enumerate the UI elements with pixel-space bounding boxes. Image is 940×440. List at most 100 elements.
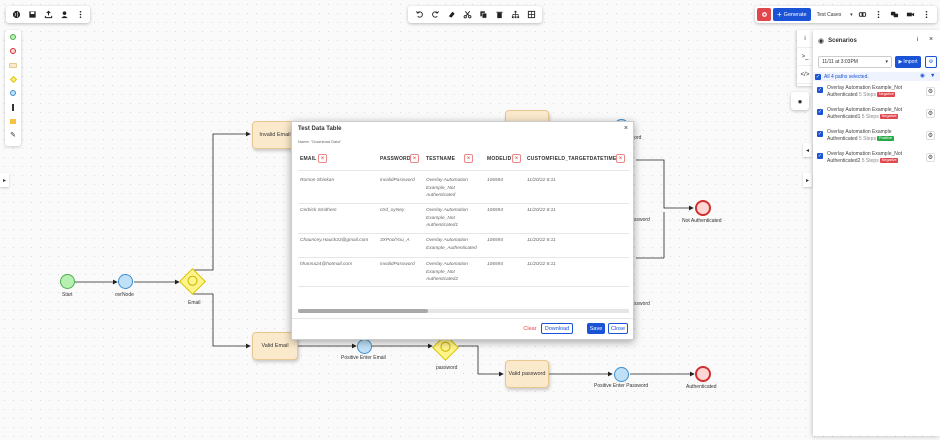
- table-row[interactable]: Chauncey.Hauck33@gmail.com 3XPoolYou_A O…: [298, 234, 629, 258]
- cell-modelid[interactable]: 106594: [487, 238, 504, 243]
- save-button[interactable]: Save: [587, 323, 605, 334]
- cell-datetime[interactable]: 11/20/22 8:11: [527, 262, 556, 267]
- close-icon[interactable]: ×: [929, 36, 934, 43]
- eye-toggle[interactable]: ●: [791, 92, 809, 110]
- more-vertical-icon-2[interactable]: [871, 7, 887, 23]
- hierarchy-icon[interactable]: [507, 7, 523, 23]
- close-button[interactable]: Close: [608, 323, 628, 334]
- remove-column-icon[interactable]: ×: [410, 154, 419, 163]
- lane-tool[interactable]: [5, 100, 21, 114]
- download-button[interactable]: Download: [541, 323, 573, 334]
- positive-enter-email-event[interactable]: [357, 339, 372, 354]
- note-tool[interactable]: [5, 114, 21, 128]
- globe-icon[interactable]: [8, 7, 24, 23]
- filter-icon[interactable]: ▼: [930, 73, 936, 79]
- cell-password[interactable]: invalidPassword: [380, 262, 415, 267]
- cell-password[interactable]: invalidPassword: [380, 178, 415, 183]
- not-authenticated-end-event[interactable]: [695, 200, 711, 216]
- video-icon[interactable]: [903, 7, 919, 23]
- scenario-item[interactable]: ✓ Overlay Automation Example_Not Authent…: [817, 151, 939, 171]
- code-icon[interactable]: </>: [797, 66, 813, 84]
- intermediate-event[interactable]: [118, 274, 133, 289]
- valid-password-task[interactable]: Valid password: [505, 360, 549, 388]
- cell-password[interactable]: ctrd_oyNey: [380, 208, 405, 213]
- scenario-checkbox[interactable]: ✓: [817, 131, 823, 137]
- scenario-item[interactable]: ✓ Overlay Automation Example_Not Authent…: [817, 85, 939, 105]
- scenario-checkbox[interactable]: ✓: [817, 109, 823, 115]
- pencil-tool[interactable]: ✎: [5, 128, 21, 142]
- canvas-collapse-right[interactable]: ▸: [803, 173, 812, 187]
- close-icon-2[interactable]: ×: [623, 125, 628, 132]
- remove-column-icon[interactable]: ×: [318, 154, 327, 163]
- left-panel-toggle[interactable]: ▸: [0, 173, 9, 187]
- cell-testname[interactable]: Overlay Automation Example_Not Authentic…: [426, 262, 468, 282]
- start-event[interactable]: [60, 274, 75, 289]
- end-event-tool[interactable]: [5, 44, 21, 58]
- authenticated-end-event[interactable]: [695, 366, 711, 382]
- scenario-checkbox[interactable]: ✓: [817, 87, 823, 93]
- generate-button[interactable]: + Generate: [773, 8, 811, 21]
- cell-datetime[interactable]: 11/20/22 8:11: [527, 178, 556, 183]
- import-button[interactable]: ▶ Import: [895, 56, 921, 68]
- scrollbar-thumb[interactable]: [298, 309, 428, 313]
- scenario-item[interactable]: ✓ Overlay Automation Example Authenticat…: [817, 129, 939, 149]
- horizontal-scrollbar[interactable]: [298, 309, 629, 313]
- gear-icon[interactable]: ⚙: [926, 109, 935, 118]
- copy-icon[interactable]: [475, 7, 491, 23]
- upload-icon[interactable]: [40, 7, 56, 23]
- redo-icon[interactable]: [427, 7, 443, 23]
- more-vertical-icon-3[interactable]: [919, 7, 935, 23]
- valid-email-task[interactable]: Valid Email: [252, 332, 298, 360]
- scenario-item[interactable]: ✓ Overlay Automation Example_Not Authent…: [817, 107, 939, 127]
- clear-button[interactable]: Clear: [523, 325, 537, 332]
- trash-icon[interactable]: [491, 7, 507, 23]
- scissors-icon[interactable]: [459, 7, 475, 23]
- record-icon[interactable]: [757, 8, 771, 21]
- gateway-tool[interactable]: [5, 72, 21, 86]
- eraser-icon[interactable]: [443, 7, 459, 23]
- cell-testname[interactable]: Overlay Automation Example_Authenticated: [426, 238, 477, 251]
- scenario-date-select[interactable]: 11/11 at 3:03PM ▾: [818, 56, 892, 68]
- table-row[interactable]: Cedrick Smithem ctrd_oyNey Overlay Autom…: [298, 204, 629, 234]
- scenario-checkbox[interactable]: ✓: [817, 153, 823, 159]
- save-icon[interactable]: [24, 7, 40, 23]
- intermediate-event-tool[interactable]: [5, 86, 21, 100]
- user-icon[interactable]: [56, 7, 72, 23]
- canvas-collapse-left[interactable]: ◂: [803, 143, 812, 157]
- remove-column-icon[interactable]: ×: [464, 154, 473, 163]
- cell-datetime[interactable]: 11/20/22 8:11: [527, 208, 556, 213]
- info-icon[interactable]: i: [797, 30, 813, 48]
- link-icon[interactable]: [855, 7, 871, 23]
- remove-column-icon[interactable]: ×: [616, 154, 625, 163]
- gear-icon[interactable]: ⚙: [926, 153, 935, 162]
- chat-icon[interactable]: [887, 7, 903, 23]
- cell-email[interactable]: Chauncey.Hauck33@gmail.com: [300, 238, 369, 243]
- invalid-email-task[interactable]: Invalid Email: [252, 121, 298, 149]
- select-all-checkbox[interactable]: ✓: [815, 73, 821, 80]
- settings-button[interactable]: ⚙: [925, 56, 937, 68]
- cell-password[interactable]: 3XPoolYou_A: [380, 238, 410, 243]
- gear-icon[interactable]: ⚙: [926, 131, 935, 140]
- cell-email[interactable]: Cedrick Smithem: [300, 208, 337, 213]
- output-type-select[interactable]: Test Cases ▾: [815, 8, 855, 21]
- table-row[interactable]: Romon Shinkan invalidPassword Overlay Au…: [298, 173, 629, 204]
- cell-email[interactable]: hhanna24@hotmail.com: [300, 262, 353, 267]
- cell-datetime[interactable]: 11/20/22 8:11: [527, 238, 556, 243]
- cell-testname[interactable]: Overlay Automation Example_Not Authentic…: [426, 178, 468, 198]
- grid-icon[interactable]: [523, 7, 539, 23]
- cell-testname[interactable]: Overlay Automation Example_Not Authentic…: [426, 208, 468, 228]
- more-vertical-icon[interactable]: [72, 7, 88, 23]
- gear-icon[interactable]: ⚙: [926, 87, 935, 96]
- remove-column-icon[interactable]: ×: [512, 154, 521, 163]
- table-row[interactable]: hhanna24@hotmail.com invalidPassword Ove…: [298, 258, 629, 287]
- cell-modelid[interactable]: 106594: [487, 262, 504, 267]
- eye-icon-3[interactable]: ◉: [920, 73, 925, 79]
- start-event-tool[interactable]: [5, 30, 21, 44]
- console-icon[interactable]: >_: [797, 48, 813, 66]
- info-icon-2[interactable]: i: [917, 37, 919, 43]
- positive-enter-password-event[interactable]: [614, 367, 629, 382]
- task-tool[interactable]: [5, 58, 21, 72]
- undo-icon[interactable]: [411, 7, 427, 23]
- cell-email[interactable]: Romon Shinkan: [300, 178, 335, 183]
- cell-modelid[interactable]: 106594: [487, 178, 504, 183]
